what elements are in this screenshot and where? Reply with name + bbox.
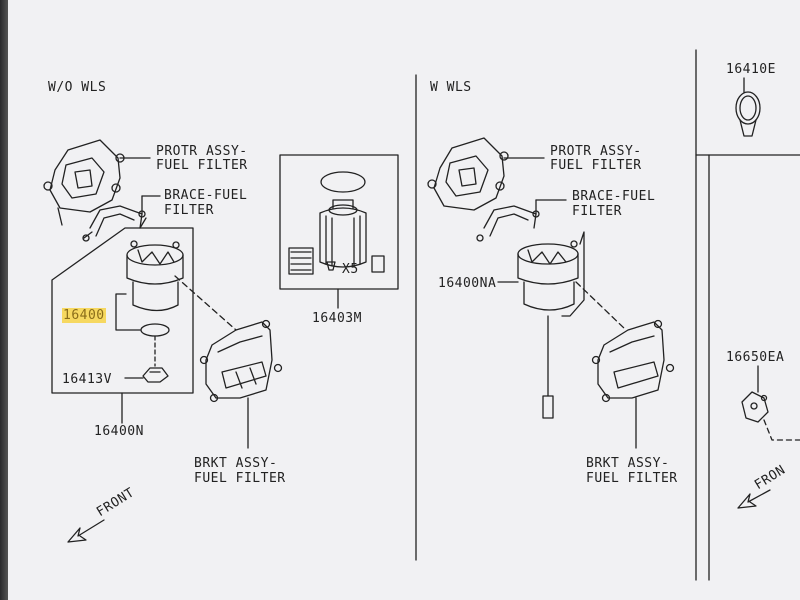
kit-box-16400n bbox=[51, 227, 194, 394]
label-part-16400na: 16400NA bbox=[438, 276, 497, 291]
label-brace-left-2: FILTER bbox=[164, 203, 214, 218]
protector-assy-left-drawing bbox=[43, 139, 125, 226]
monitor-bezel bbox=[0, 0, 8, 600]
label-qty-x5: X5 bbox=[342, 262, 359, 277]
bracket-assy-left-drawing bbox=[199, 319, 283, 449]
label-part-16400n: 16400N bbox=[94, 424, 144, 439]
label-protr-assy-right-1: PROTR ASSY- bbox=[550, 144, 642, 159]
small-screw-drawing bbox=[326, 261, 336, 271]
bracket-assy-right-drawing bbox=[591, 319, 675, 449]
filter-element-drawing bbox=[319, 171, 367, 268]
label-part-16650ea: 16650EA bbox=[726, 350, 785, 365]
label-brkt-assy-right-1: BRKT ASSY- bbox=[586, 456, 670, 471]
part-16400-bracket bbox=[115, 293, 141, 331]
fuel-filter-right-drawing bbox=[517, 231, 585, 419]
parts-diagram-screen: W/O WLS W WLS PROTR ASSY- FUEL FILTER BR… bbox=[8, 0, 800, 600]
label-protr-assy-left-2: FUEL FILTER bbox=[156, 158, 248, 173]
kit-box-16403m bbox=[279, 154, 399, 290]
clamp-16410e-drawing bbox=[735, 91, 761, 137]
protector-assy-right-drawing bbox=[427, 137, 509, 211]
section-title-with-wls: W WLS bbox=[430, 80, 472, 95]
brace-right-drawing bbox=[476, 205, 540, 242]
label-protr-assy-right-2: FUEL FILTER bbox=[550, 158, 642, 173]
label-brace-right-2: FILTER bbox=[572, 204, 622, 219]
o-ring-left bbox=[140, 323, 170, 337]
sensor-plug-drawing bbox=[371, 255, 385, 273]
brace-left-drawing bbox=[82, 205, 147, 242]
label-brace-right-1: BRACE-FUEL bbox=[572, 189, 656, 204]
gasket-pack-drawing bbox=[288, 247, 314, 275]
connector-16650ea-drawing bbox=[741, 391, 769, 423]
label-part-16410e: 16410E bbox=[726, 62, 776, 77]
diagram-drawing bbox=[43, 49, 800, 581]
label-part-16400: 16400 bbox=[62, 308, 106, 323]
label-brkt-assy-right-2: FUEL FILTER bbox=[586, 471, 678, 486]
label-part-16403m: 16403M bbox=[312, 311, 362, 326]
section-title-without-wls: W/O WLS bbox=[48, 80, 107, 95]
drain-plug-16413v bbox=[142, 367, 169, 383]
front-arrow-left-icon bbox=[67, 519, 105, 543]
label-brkt-assy-left-1: BRKT ASSY- bbox=[194, 456, 278, 471]
front-arrow-right-icon bbox=[737, 489, 771, 509]
label-brkt-assy-left-2: FUEL FILTER bbox=[194, 471, 286, 486]
fuel-filter-left-drawing bbox=[126, 240, 184, 312]
label-part-16413v: 16413V bbox=[62, 372, 112, 387]
label-protr-assy-left-1: PROTR ASSY- bbox=[156, 144, 248, 159]
label-brace-left-1: BRACE-FUEL bbox=[164, 188, 248, 203]
